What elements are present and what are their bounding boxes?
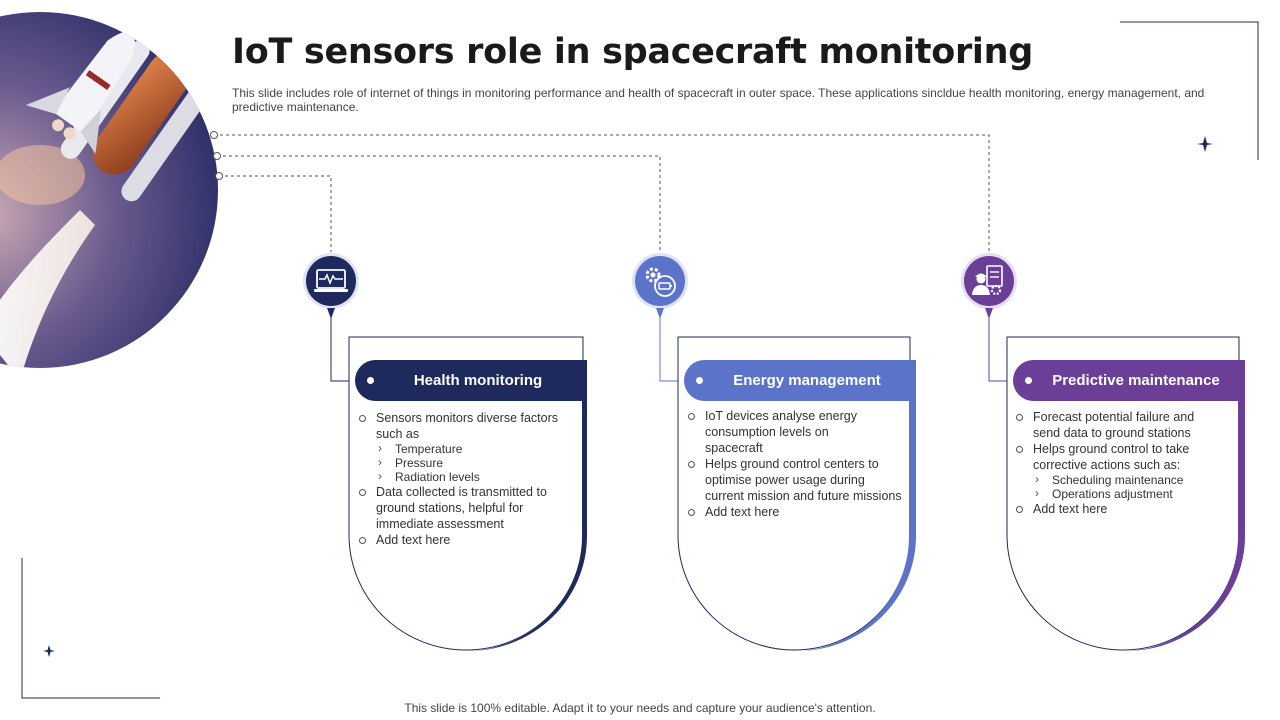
- list-item: Helps ground control centers to optimise…: [686, 456, 902, 504]
- predictive-maintenance-header: Predictive maintenance: [1013, 360, 1245, 401]
- list-item: Radiation levels: [376, 469, 573, 484]
- engineer-checklist-icon: [960, 252, 1018, 319]
- list-item: Data collected is transmitted to ground …: [357, 484, 573, 532]
- list-item: Forecast potential failure and send data…: [1014, 409, 1210, 441]
- list-item: Sensors monitors diverse factors such as…: [357, 410, 573, 484]
- slide-title: IoT sensors role in spacecraft monitorin…: [232, 32, 1033, 72]
- space-shuttle-image: [0, 12, 218, 368]
- list-item: Temperature: [376, 441, 573, 456]
- list-item: Operations adjustment: [1033, 486, 1210, 501]
- list-item: Add text here: [1014, 501, 1210, 517]
- card-outline: [677, 336, 916, 651]
- list-item: Helps ground control to take corrective …: [1014, 441, 1210, 501]
- list-item: IoT devices analyse energy consumption l…: [686, 408, 864, 456]
- health-monitoring-body: Sensors monitors diverse factors such as…: [357, 410, 573, 548]
- list-item: Add text here: [686, 504, 902, 520]
- health-monitoring-header: Health monitoring: [355, 360, 587, 401]
- slide-footer: This slide is 100% editable. Adapt it to…: [404, 701, 876, 715]
- card-outline: [348, 336, 587, 651]
- gear-battery-icon: [631, 252, 689, 319]
- energy-management-header: Energy management: [684, 360, 916, 401]
- list-item: Scheduling maintenance: [1033, 472, 1210, 487]
- predictive-maintenance-body: Forecast potential failure and send data…: [1014, 409, 1210, 517]
- list-item: Pressure: [376, 455, 573, 470]
- monitor-heartbeat-icon: [302, 252, 360, 319]
- slide-subtitle: This slide includes role of internet of …: [232, 86, 1205, 114]
- energy-management-body: IoT devices analyse energy consumption l…: [686, 408, 902, 520]
- list-item: Add text here: [357, 532, 573, 548]
